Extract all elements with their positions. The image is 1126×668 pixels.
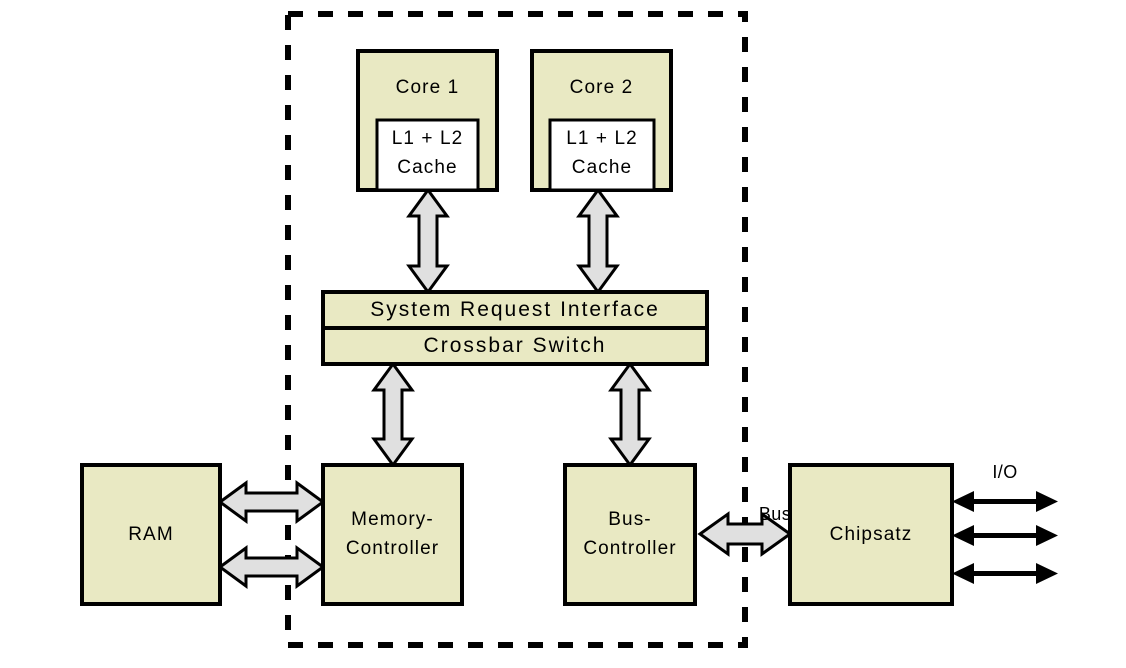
cpu-package-dashed-boundary xyxy=(285,11,748,648)
chipset-io-arrow-group xyxy=(952,491,1058,584)
bus-controller-box[interactable] xyxy=(563,463,697,606)
arrow-crossbar-to-bus-controller xyxy=(608,361,652,468)
core1-cache-box[interactable] xyxy=(375,118,480,192)
chipset-box[interactable] xyxy=(788,463,954,606)
arrow-crossbar-to-memory-controller xyxy=(371,361,415,468)
arrow-core2-to-sri xyxy=(576,187,620,295)
chipset-io-2 xyxy=(952,525,1058,546)
chipset-io-1 xyxy=(952,491,1058,512)
arrow-ram-to-memory-controller-lower xyxy=(217,545,326,589)
chipset-io-3 xyxy=(952,563,1058,584)
crossbar-switch-box[interactable] xyxy=(321,326,709,366)
arrow-core1-to-sri xyxy=(406,187,450,295)
system-request-interface-box[interactable] xyxy=(321,290,709,330)
core2-cache-box[interactable] xyxy=(548,118,656,192)
arrow-ram-to-memory-controller-upper xyxy=(217,480,326,524)
memory-controller-box[interactable] xyxy=(321,463,464,606)
ram-box[interactable] xyxy=(80,463,222,606)
